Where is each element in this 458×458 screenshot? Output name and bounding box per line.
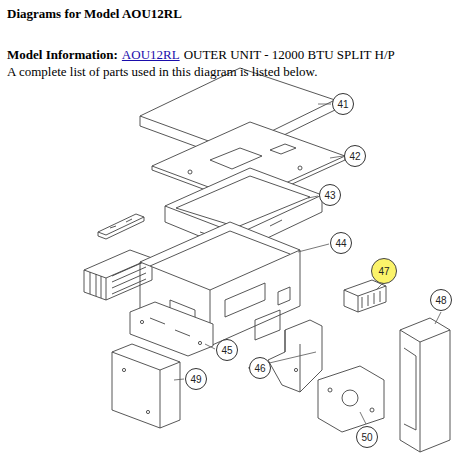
callout-circle: 43 — [319, 184, 341, 206]
callout-circle: 46 — [249, 357, 271, 379]
callout-circle: 42 — [344, 145, 366, 167]
bracket — [112, 344, 180, 428]
callout-circle: 47 — [371, 258, 397, 284]
callout-circle: 44 — [330, 232, 352, 254]
callout-circle: 48 — [430, 289, 452, 311]
description-text: A complete list of parts used in this di… — [7, 64, 317, 79]
callout-circle: 45 — [216, 339, 238, 361]
callout-number: 42 — [349, 151, 360, 162]
bracket — [268, 320, 322, 392]
callout-number: 46 — [254, 363, 265, 374]
page-title: Diagrams for Model AOU12RL — [7, 6, 182, 21]
model-link: AOU12RL — [122, 47, 180, 62]
callout-number: 49 — [190, 374, 201, 385]
heat-sink — [84, 250, 152, 300]
callout-circle: 50 — [356, 426, 378, 448]
callout-number: 41 — [337, 99, 348, 110]
mounting-plate — [318, 366, 384, 432]
callout-number: 43 — [324, 190, 335, 201]
field-label: Model Information: — [7, 47, 118, 62]
callout-number: 47 — [378, 266, 389, 277]
callout-number: 50 — [361, 432, 372, 443]
leader-line — [174, 104, 441, 424]
callout-circle: 49 — [185, 368, 207, 390]
model-description: OUTER UNIT - 12000 BTU SPLIT H/P — [184, 47, 395, 62]
small-bar — [98, 214, 144, 239]
callout-number: 45 — [221, 345, 232, 356]
terminal-block — [344, 280, 386, 312]
callout-number: 44 — [335, 238, 346, 249]
callout-circle: 41 — [332, 93, 354, 115]
callout-number: 48 — [435, 295, 446, 306]
side-cover — [400, 318, 450, 452]
